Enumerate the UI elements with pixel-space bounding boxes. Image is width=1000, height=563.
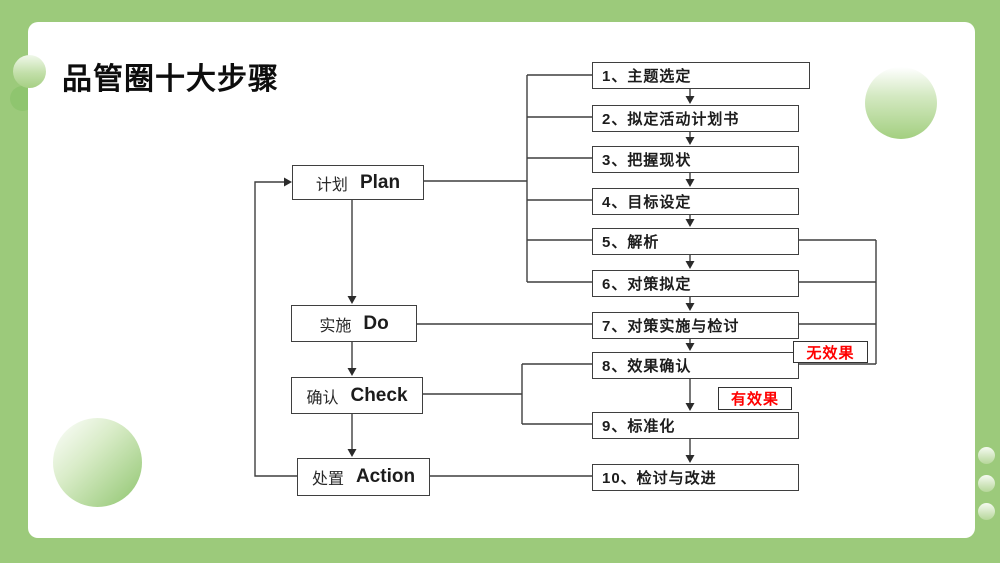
pdca-check-zh-label: 确认 [306,389,339,407]
pdca-do-zh-label: 实施 [319,317,352,335]
slide-title: 品管圈十大步骤 [62,63,279,97]
pdca-box-action: 处置 Action [297,458,430,496]
decorative-circle-right-1 [978,447,995,464]
pdca-box-do: 实施 Do [291,305,417,342]
step-box-2: 2、拟定活动计划书 [592,105,799,132]
step-box-7: 7、对策实施与检讨 [592,312,799,339]
arrowhead-into-action [347,449,357,457]
arrowhead-into-step9 [685,403,695,411]
step-box-5: 5、解析 [592,228,799,255]
arrowhead-into-step10 [685,455,695,463]
arrowhead-into-step8 [685,343,695,351]
arrowhead-into-step6 [685,261,695,269]
step-box-6: 6、对策拟定 [592,270,799,297]
pdca-box-plan: 计划 Plan [292,165,424,200]
pdca-action-zh-label: 处置 [311,471,344,488]
step-box-1: 1、主题选定 [592,62,810,89]
arrowhead-into-step2 [685,96,695,104]
arrowhead-into-step5 [685,219,695,227]
arrowhead-into-step3 [685,137,695,145]
arrowhead-into-do [347,296,357,304]
effect-label: 有效果 [718,387,792,410]
pdca-plan-en-label: Plan [359,171,401,193]
step-box-10: 10、检讨与改进 [592,464,799,491]
no-effect-label: 无效果 [793,341,868,363]
arrowhead-into-step7 [685,303,695,311]
decorative-circle-right-2 [978,475,995,492]
pdca-plan-zh-label: 计划 [315,176,348,194]
step-box-8: 8、效果确认 [592,352,799,379]
slide-content-panel [28,22,975,538]
arrowhead-into-step4 [685,179,695,187]
arrowhead-into-plan [284,177,292,187]
pdca-do-en-label: Do [363,312,389,334]
step-box-3: 3、把握现状 [592,146,799,173]
decorative-circle-top-right [865,67,937,139]
step-box-9: 9、标准化 [592,412,799,439]
connector-action-to-plan [254,181,297,477]
pdca-action-en-label: Action [355,466,416,487]
arrowhead-into-check [347,368,357,376]
decorative-circle-bottom-left [53,418,142,507]
step-box-4: 4、目标设定 [592,188,799,215]
decorative-circle-top-left [13,55,46,88]
pdca-check-en-label: Check [350,384,408,406]
pdca-box-check: 确认 Check [291,377,423,414]
decorative-circle-right-3 [978,503,995,520]
